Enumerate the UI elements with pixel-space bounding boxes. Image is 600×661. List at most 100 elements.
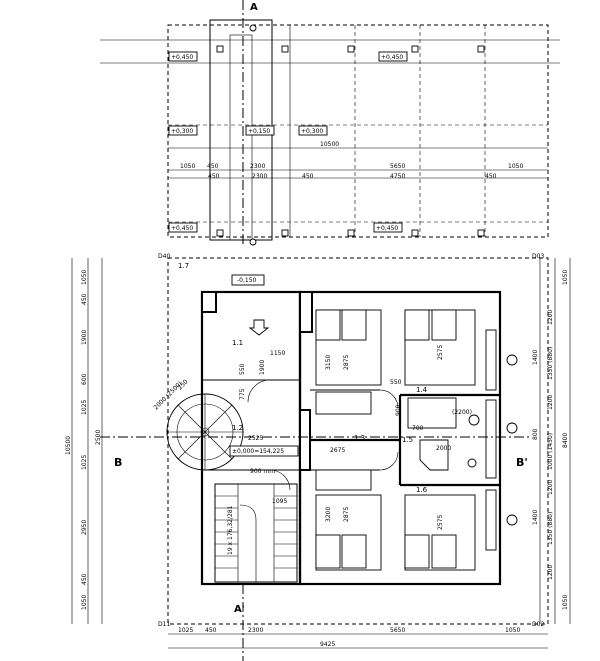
dimension-text: 2300	[250, 163, 265, 170]
entry-arrow-icon	[248, 319, 270, 336]
dimension-text: 3150	[325, 355, 332, 370]
level-label: -0,150	[237, 277, 257, 284]
lower-plan: D40 D03 D11 D02	[65, 253, 571, 661]
dimension-text: 450	[205, 627, 217, 634]
dimension-text: 550	[239, 363, 246, 375]
dimension-text: 900 mm	[250, 468, 275, 475]
dimension-text: 2675	[330, 447, 345, 454]
upper-dimensions: 10500 1050 450 2300 5650 1050 450 2300 4…	[168, 141, 548, 180]
left-dimension-chain: 1050 450 1900 600 1025 2500 1025 2950 45…	[65, 258, 103, 624]
spiral-stair	[166, 393, 244, 471]
dimension-text: 1095	[272, 498, 287, 505]
dimension-text: 2525	[248, 435, 263, 442]
dimension-text: 3200	[325, 507, 332, 522]
room-label: 1.1	[232, 339, 243, 347]
level-label: +0,450	[171, 225, 193, 232]
dimension-text: 1200	[547, 395, 554, 410]
dimension-text: 1050	[508, 163, 523, 170]
dimension-text: 1050	[562, 595, 569, 610]
dimension-text: 1050	[81, 270, 88, 285]
dimension-text: 9425	[320, 641, 335, 648]
dimension-text: 1200	[547, 480, 554, 495]
dimension-text: 450	[208, 173, 220, 180]
dimension-text: 2950	[81, 520, 88, 535]
dimension-text: 19 x 176,32/281	[227, 505, 234, 555]
room-label: 1.2	[232, 424, 243, 432]
corner-tag: D03	[532, 253, 544, 260]
dimension-text: 10500	[65, 436, 72, 455]
level-label: +0,300	[171, 128, 193, 135]
dimension-text: 2500	[95, 430, 102, 445]
dimension-text: 2300	[252, 173, 267, 180]
upper-outline	[167, 24, 549, 238]
level-label: +0,450	[376, 225, 398, 232]
upper-stair-inner	[229, 34, 253, 241]
dimension-text: 1050	[180, 163, 195, 170]
room-label: 1.6	[416, 486, 428, 494]
section-mark-a: A	[250, 2, 258, 13]
dimension-text: 1150	[270, 350, 285, 357]
dimension-text: 2000	[436, 445, 451, 452]
window-tags	[506, 354, 518, 526]
dimension-text: 2575	[437, 515, 444, 530]
level-label: +0,300	[301, 128, 323, 135]
room-label: 1.7	[178, 262, 189, 270]
dimension-text: 600	[81, 373, 88, 385]
upper-plan: +0,450 +0,450 +0,300 +0,150 +0,300 +0,45…	[100, 0, 560, 246]
dimension-text: 450	[81, 293, 88, 305]
bathroom-fixtures	[407, 329, 497, 551]
dimension-text: 1350 (880)	[547, 512, 554, 545]
dimension-text: 1200	[547, 565, 554, 580]
dimension-text: 10500	[320, 141, 339, 148]
dimension-text: 450	[302, 173, 314, 180]
dimension-text: 1025	[178, 627, 193, 634]
dimension-text: 8400	[562, 433, 569, 448]
dimension-text: 1050	[505, 627, 520, 634]
dimension-text: (2200)	[452, 409, 472, 416]
dimension-text: 5650	[390, 163, 405, 170]
corner-tag: D11	[158, 621, 170, 628]
dimension-text: 700	[412, 425, 424, 432]
level-label: +0,150	[248, 128, 270, 135]
dimension-text: 550	[390, 379, 402, 386]
dimension-text: 1000 (1450)	[547, 433, 554, 470]
dimension-text: 775	[239, 388, 246, 400]
dimension-text: 2575	[437, 345, 444, 360]
dimension-text: 1025	[81, 400, 88, 415]
dimension-text: 1400	[532, 350, 539, 365]
section-mark-a-prime: A'	[234, 604, 245, 615]
dimension-text: 1200	[547, 310, 554, 325]
corner-tag: D02	[532, 621, 544, 628]
column-markers	[216, 45, 485, 237]
dimension-text: 1050	[562, 270, 569, 285]
corner-tag: D40	[158, 253, 170, 260]
right-dimension-chain: 1050 1200 1400 1350 (880) 1200 800 1000 …	[532, 258, 571, 624]
dimension-text: 4750	[390, 173, 405, 180]
dimension-text: 1025	[81, 455, 88, 470]
dimension-text: 450	[207, 163, 219, 170]
section-mark-b: B	[114, 456, 122, 469]
dimension-text: 450	[485, 173, 497, 180]
dimension-text: 2875	[343, 355, 350, 370]
door-swings	[247, 379, 399, 491]
dimension-text: 1400	[532, 510, 539, 525]
dimension-text: 2875	[343, 507, 350, 522]
dimension-text: 1350 (880)	[547, 347, 554, 380]
bottom-dimension-chain: 1025 450 2300 5650 1050 9425	[168, 627, 548, 649]
dimension-text: 450	[81, 573, 88, 585]
section-mark-b-prime: B'	[516, 456, 528, 469]
dimension-text: 800	[532, 428, 539, 440]
level-label: ±0,000=154,225	[232, 448, 284, 455]
level-label: +0,450	[171, 54, 193, 61]
dimension-text: 1900	[259, 360, 266, 375]
dimension-text: 900	[395, 404, 402, 416]
dimension-text: 2300	[248, 627, 263, 634]
dimension-text: 5650	[390, 627, 405, 634]
level-label: +0,450	[381, 54, 403, 61]
dimension-text: 1050	[81, 595, 88, 610]
bedroom-furniture-top	[315, 309, 476, 415]
straight-stair	[214, 483, 298, 583]
room-label: 1.3	[354, 434, 365, 442]
room-label: 1.4	[416, 386, 428, 394]
